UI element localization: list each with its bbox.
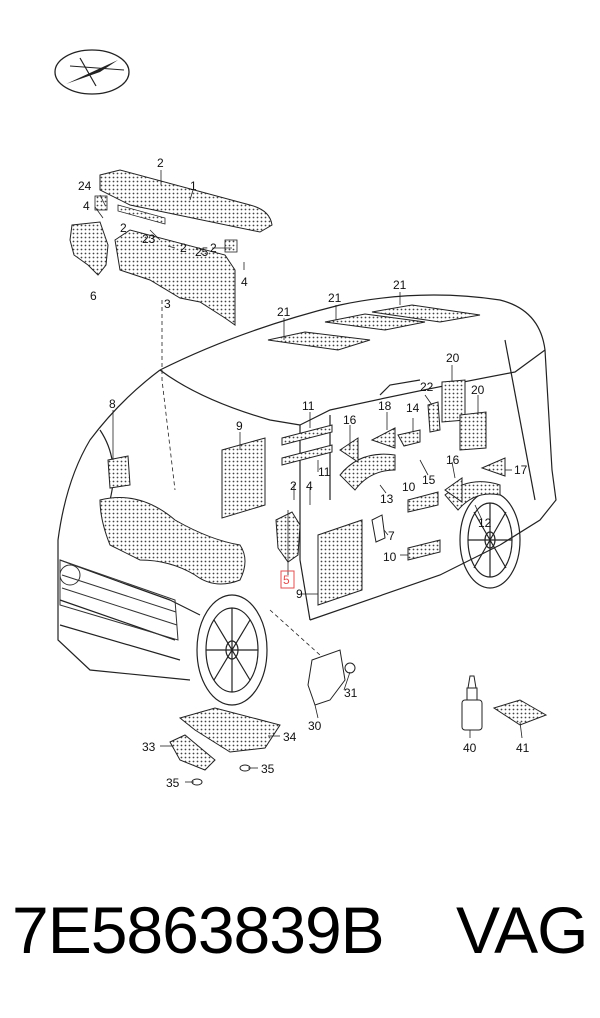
roof-panel-21a <box>267 331 371 351</box>
label-10a: 10 <box>402 480 416 494</box>
label-24: 24 <box>78 179 92 193</box>
part-41 <box>492 699 548 726</box>
label-2a: 2 <box>157 156 164 170</box>
brand-name: VAG <box>456 893 588 967</box>
part-23 <box>117 204 166 225</box>
label-9b: 9 <box>296 587 303 601</box>
label-23: 23 <box>142 232 156 246</box>
label-41: 41 <box>516 741 530 755</box>
part-number: 7E5863839B <box>12 893 385 967</box>
label-35b: 35 <box>166 776 180 790</box>
label-4b: 4 <box>241 275 248 289</box>
label-5: 5 <box>283 573 290 587</box>
front-wheel <box>196 594 268 706</box>
label-25: 25 <box>195 245 209 259</box>
leader-lines <box>94 170 523 783</box>
label-3: 3 <box>164 297 171 311</box>
label-15: 15 <box>422 473 436 487</box>
label-9a: 9 <box>236 419 243 433</box>
label-21a: 21 <box>277 305 291 319</box>
panel-9a <box>221 437 266 519</box>
strip-10a <box>407 491 439 513</box>
label-21c: 21 <box>393 278 407 292</box>
label-13: 13 <box>380 492 394 506</box>
part-24 <box>94 195 108 211</box>
part-1 <box>99 169 273 233</box>
part-17 <box>480 457 506 477</box>
part-6 <box>69 221 109 276</box>
part-7 <box>371 514 386 543</box>
label-7: 7 <box>388 529 395 543</box>
label-35a: 35 <box>261 762 275 776</box>
part-25 <box>224 239 238 253</box>
label-22: 22 <box>420 380 434 394</box>
label-18: 18 <box>378 399 392 413</box>
label-2d: 2 <box>210 241 217 255</box>
label-2c: 2 <box>180 241 187 255</box>
part-3 <box>114 229 236 326</box>
strip-11b <box>281 444 333 466</box>
label-4a: 4 <box>83 199 90 213</box>
strip-10b <box>407 539 441 561</box>
part-30 <box>307 649 346 706</box>
logo-icon <box>54 49 130 95</box>
label-40: 40 <box>463 741 477 755</box>
part-33 <box>169 734 216 771</box>
front-bulkhead-insulation <box>99 497 246 585</box>
label-31: 31 <box>344 686 358 700</box>
label-20a: 20 <box>446 351 460 365</box>
label-21b: 21 <box>328 291 342 305</box>
part-34 <box>178 707 281 753</box>
part-13 <box>339 453 396 491</box>
panel-9b <box>317 519 363 606</box>
label-34: 34 <box>283 730 297 744</box>
label-11a: 11 <box>302 399 315 413</box>
label-33: 33 <box>142 740 156 754</box>
part-22 <box>427 401 441 433</box>
strip-11a <box>281 424 333 446</box>
roof-panel-21c <box>371 304 481 323</box>
label-10b: 10 <box>383 550 397 564</box>
part-5-highlight <box>280 570 295 589</box>
part-18 <box>370 427 396 449</box>
grille <box>59 559 179 641</box>
part-40 <box>461 675 483 731</box>
label-6: 6 <box>90 289 97 303</box>
label-30: 30 <box>308 719 322 733</box>
label-14: 14 <box>406 401 420 415</box>
label-17: 17 <box>514 463 528 477</box>
part-8 <box>107 455 131 489</box>
part-31 <box>344 662 356 674</box>
label-8: 8 <box>109 397 116 411</box>
rear-wheel <box>459 491 521 589</box>
label-1: 1 <box>190 179 197 193</box>
label-2e: 2 <box>290 479 297 493</box>
label-12: 12 <box>478 516 492 530</box>
part-16b <box>444 477 463 503</box>
label-2b: 2 <box>120 221 127 235</box>
roof-panel-21b <box>324 313 426 331</box>
label-16b: 16 <box>446 453 460 467</box>
part-14 <box>397 429 421 447</box>
callout-labels: 1 2 24 4 2 23 2 25 2 4 6 3 21 21 21 20 2… <box>78 156 530 790</box>
label-4c: 4 <box>306 479 313 493</box>
panel-20b <box>459 411 487 451</box>
label-16a: 16 <box>343 413 357 427</box>
part-16a <box>339 437 359 463</box>
label-11b: 11 <box>318 465 331 479</box>
label-20b: 20 <box>471 383 485 397</box>
